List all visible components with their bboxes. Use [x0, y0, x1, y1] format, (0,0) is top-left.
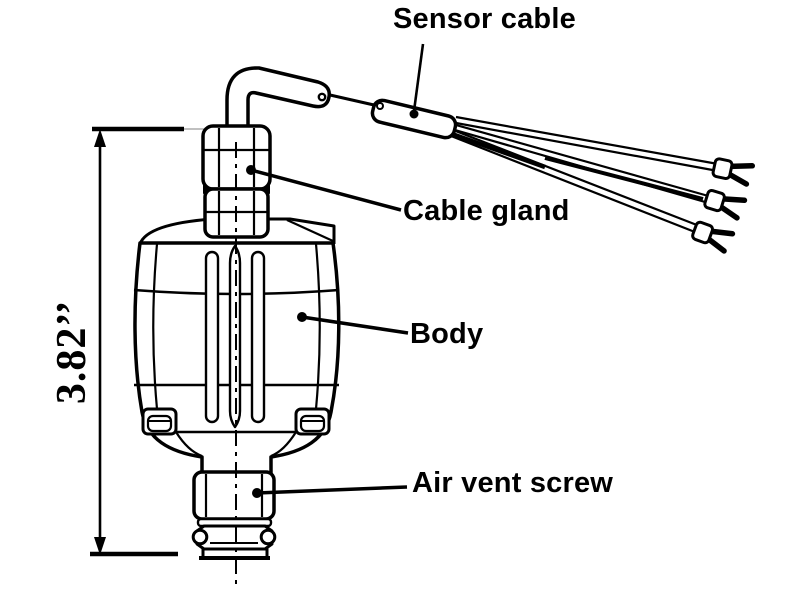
dimension-arrow-up [94, 129, 106, 147]
label-cable-gland: Cable gland [403, 195, 570, 227]
wire-terminal-1 [711, 157, 756, 187]
leader-sensor-cable [409, 43, 425, 119]
body-slot-right [250, 250, 266, 424]
leader-cable-gland [246, 165, 402, 212]
air-vent-screw-drawing [191, 470, 277, 560]
label-body: Body [410, 318, 484, 350]
dimension-line [90, 126, 210, 557]
leader-body [297, 312, 409, 335]
label-air-vent-screw: Air vent screw [412, 467, 614, 499]
sensor-cable-sleeve [370, 98, 458, 140]
label-sensor-cable: Sensor cable [393, 3, 576, 35]
label-height-dimension: 3.82’’ [49, 299, 95, 405]
sensor-cable-wires [450, 115, 719, 236]
dimension-arrow-down [94, 537, 106, 555]
body-slot-left [204, 250, 220, 424]
sensor-cable-elbow [225, 66, 375, 133]
body-foot-right [294, 407, 331, 436]
wire-terminal-2 [703, 188, 748, 221]
body-foot-left [141, 407, 178, 436]
wire-terminal-3 [691, 220, 736, 254]
leader-air-vent-screw [252, 485, 408, 498]
